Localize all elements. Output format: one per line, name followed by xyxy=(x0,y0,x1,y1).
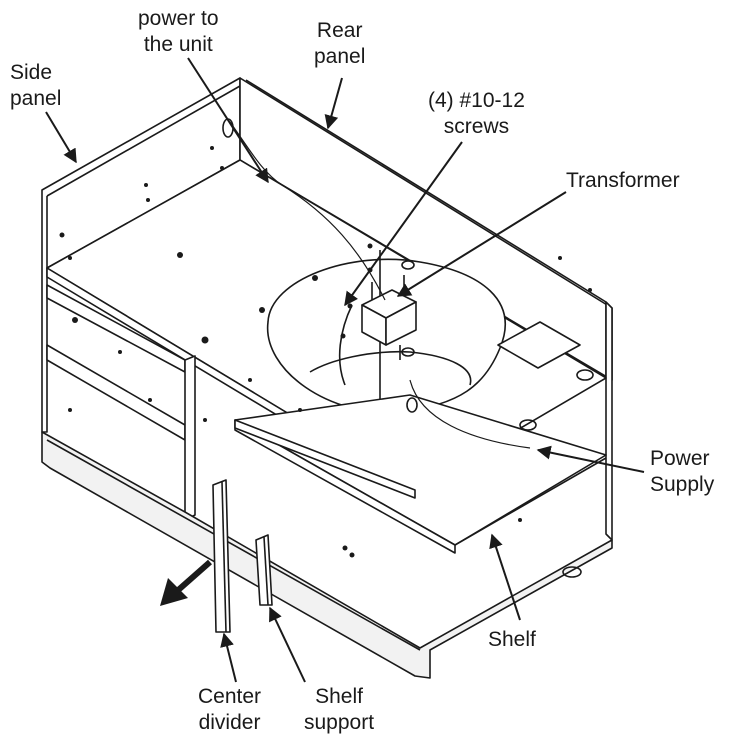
label-power: power to the unit xyxy=(138,6,219,58)
label-rear-panel: Rear panel xyxy=(314,18,365,70)
leader-rear-panel xyxy=(324,77,343,130)
shelf-rail xyxy=(234,419,416,499)
label-rear-panel-line1: Rear xyxy=(316,19,363,42)
shelf-support-piece xyxy=(255,534,273,606)
end-panel xyxy=(605,301,613,541)
leader-transformer xyxy=(396,191,567,297)
label-shelf-support-line1: Shelf xyxy=(315,685,363,708)
center-divider-piece xyxy=(212,479,231,633)
leader-center-divider xyxy=(220,632,237,683)
label-power-line2: the unit xyxy=(143,33,213,56)
label-shelf: Shelf xyxy=(488,627,536,653)
label-center-divider: Center divider xyxy=(198,684,261,736)
label-shelf-support-line2: support xyxy=(304,711,375,734)
label-side-panel-line1: Side xyxy=(10,61,53,84)
label-screws-line1: (4) #10-12 xyxy=(428,89,525,112)
leader-power xyxy=(187,57,269,184)
label-side-panel: Side panel xyxy=(10,60,61,112)
label-center-divider-line1: Center xyxy=(198,685,262,708)
label-shelf-support: Shelf support xyxy=(304,684,374,736)
leader-screws xyxy=(344,141,463,307)
label-rear-panel-line2: panel xyxy=(314,45,366,68)
leader-power-supply xyxy=(536,445,645,473)
label-screws-line2: screws xyxy=(443,115,510,138)
label-screws: (4) #10-12 screws xyxy=(428,88,525,140)
label-transformer-line1: Transformer xyxy=(566,169,680,192)
direction-arrow xyxy=(160,559,212,606)
label-transformer: Transformer xyxy=(566,168,680,194)
leader-side-panel xyxy=(45,111,77,164)
leader-shelf xyxy=(489,533,521,621)
label-center-divider-line2: divider xyxy=(198,711,261,734)
base xyxy=(41,431,613,679)
label-power-supply: Power Supply xyxy=(650,446,714,498)
leader-shelf-support xyxy=(269,606,306,683)
label-side-panel-line2: panel xyxy=(10,87,62,110)
label-shelf-line1: Shelf xyxy=(488,628,536,651)
label-power-supply-line2: Supply xyxy=(650,473,715,496)
power-supply-shelf xyxy=(234,394,607,546)
power-wire xyxy=(229,121,386,301)
mounting-holes xyxy=(59,146,592,558)
label-power-line1: power to xyxy=(138,7,219,30)
label-power-supply-line1: Power xyxy=(650,447,710,470)
